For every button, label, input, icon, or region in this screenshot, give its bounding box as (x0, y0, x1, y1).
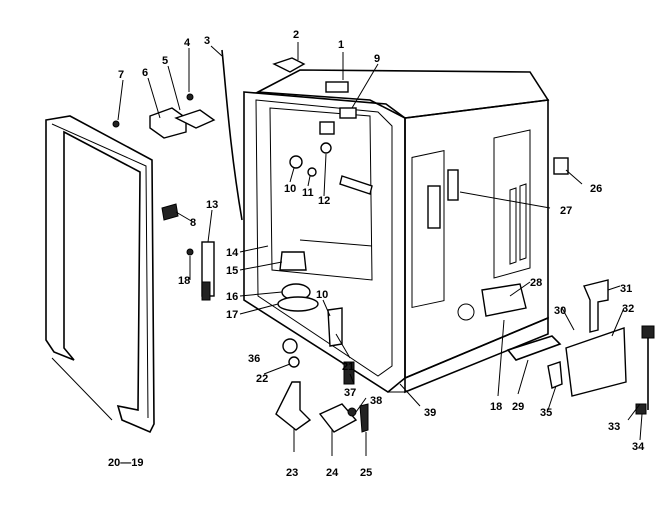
pump-cover (481, 283, 527, 317)
label-18b: 18 (490, 401, 502, 413)
wash-arm (277, 296, 319, 312)
label-14: 14 (226, 247, 239, 259)
label-9: 9 (374, 53, 380, 65)
screw-38 (347, 407, 357, 417)
label-6: 6 (142, 67, 148, 79)
label-3: 3 (204, 35, 210, 47)
label-31: 31 (620, 283, 632, 295)
hinge-arm (275, 381, 312, 431)
label-26: 26 (590, 183, 602, 195)
label-23: 23 (286, 467, 298, 479)
label-28: 28 (530, 277, 542, 289)
leader-lines (117, 42, 643, 456)
clip-9 (339, 107, 357, 119)
dishwasher-tub (243, 69, 550, 394)
door-switch (583, 279, 609, 333)
bushing (282, 338, 298, 354)
label-1: 1 (338, 39, 344, 51)
callout-labels: 1 2 3 4 5 6 7 8 9 10 11 12 13 14 15 16 1… (108, 29, 645, 479)
label-2: 2 (293, 29, 299, 41)
label-35: 35 (540, 407, 552, 419)
fitting-12 (320, 142, 332, 154)
wire-clip (547, 361, 563, 389)
spray-tower (279, 251, 307, 271)
label-10: 10 (284, 183, 296, 195)
label-27: 27 (560, 205, 572, 217)
vent-tube (221, 49, 243, 221)
fitting-10 (289, 155, 303, 169)
hinge-plate-24 (318, 403, 358, 433)
label-38: 38 (370, 395, 382, 407)
screw-4 (186, 93, 194, 101)
label-33: 33 (608, 421, 620, 433)
top-clip (325, 81, 349, 93)
label-17: 17 (226, 309, 238, 321)
door-gasket (45, 115, 155, 434)
clip-9b (319, 121, 335, 135)
label-30: 30 (554, 305, 566, 317)
label-21: 21 (342, 361, 354, 373)
hinge-bracket (149, 107, 187, 139)
screw-18 (186, 248, 194, 256)
label-10b: 10 (316, 289, 328, 301)
label-32: 32 (622, 303, 634, 315)
hinge-plate (174, 109, 216, 129)
label-34: 34 (632, 441, 645, 453)
top-bracket (272, 57, 306, 73)
label-12: 12 (318, 195, 330, 207)
label-11: 11 (302, 187, 314, 199)
label-8: 8 (190, 217, 196, 229)
label-37: 37 (344, 387, 356, 399)
drain-strip (51, 357, 113, 421)
rod-cap (641, 325, 655, 339)
label-20-19: 20—19 (108, 457, 143, 469)
label-22: 22 (256, 373, 268, 385)
bracket-37 (343, 361, 355, 385)
label-24: 24 (326, 467, 339, 479)
control-module (565, 327, 627, 397)
label-5: 5 (162, 55, 168, 67)
label-25: 25 (360, 467, 372, 479)
label-29: 29 (512, 401, 524, 413)
label-18: 18 (178, 275, 190, 287)
rod-screw (635, 403, 647, 415)
bushing-22 (288, 356, 300, 368)
screw-25 (359, 403, 369, 433)
label-7: 7 (118, 69, 124, 81)
strike-tab (201, 281, 211, 301)
clip-26 (553, 157, 569, 175)
label-16: 16 (226, 291, 238, 303)
label-36b: 36 (248, 353, 260, 365)
label-13: 13 (206, 199, 218, 211)
label-15: 15 (226, 265, 238, 277)
screw-7 (112, 120, 120, 128)
inlet-nozzle (339, 175, 373, 195)
pump-gasket (506, 335, 562, 361)
label-39: 39 (424, 407, 436, 419)
latch-clip (161, 203, 179, 221)
fitting-11 (307, 167, 317, 177)
label-4: 4 (184, 37, 191, 49)
